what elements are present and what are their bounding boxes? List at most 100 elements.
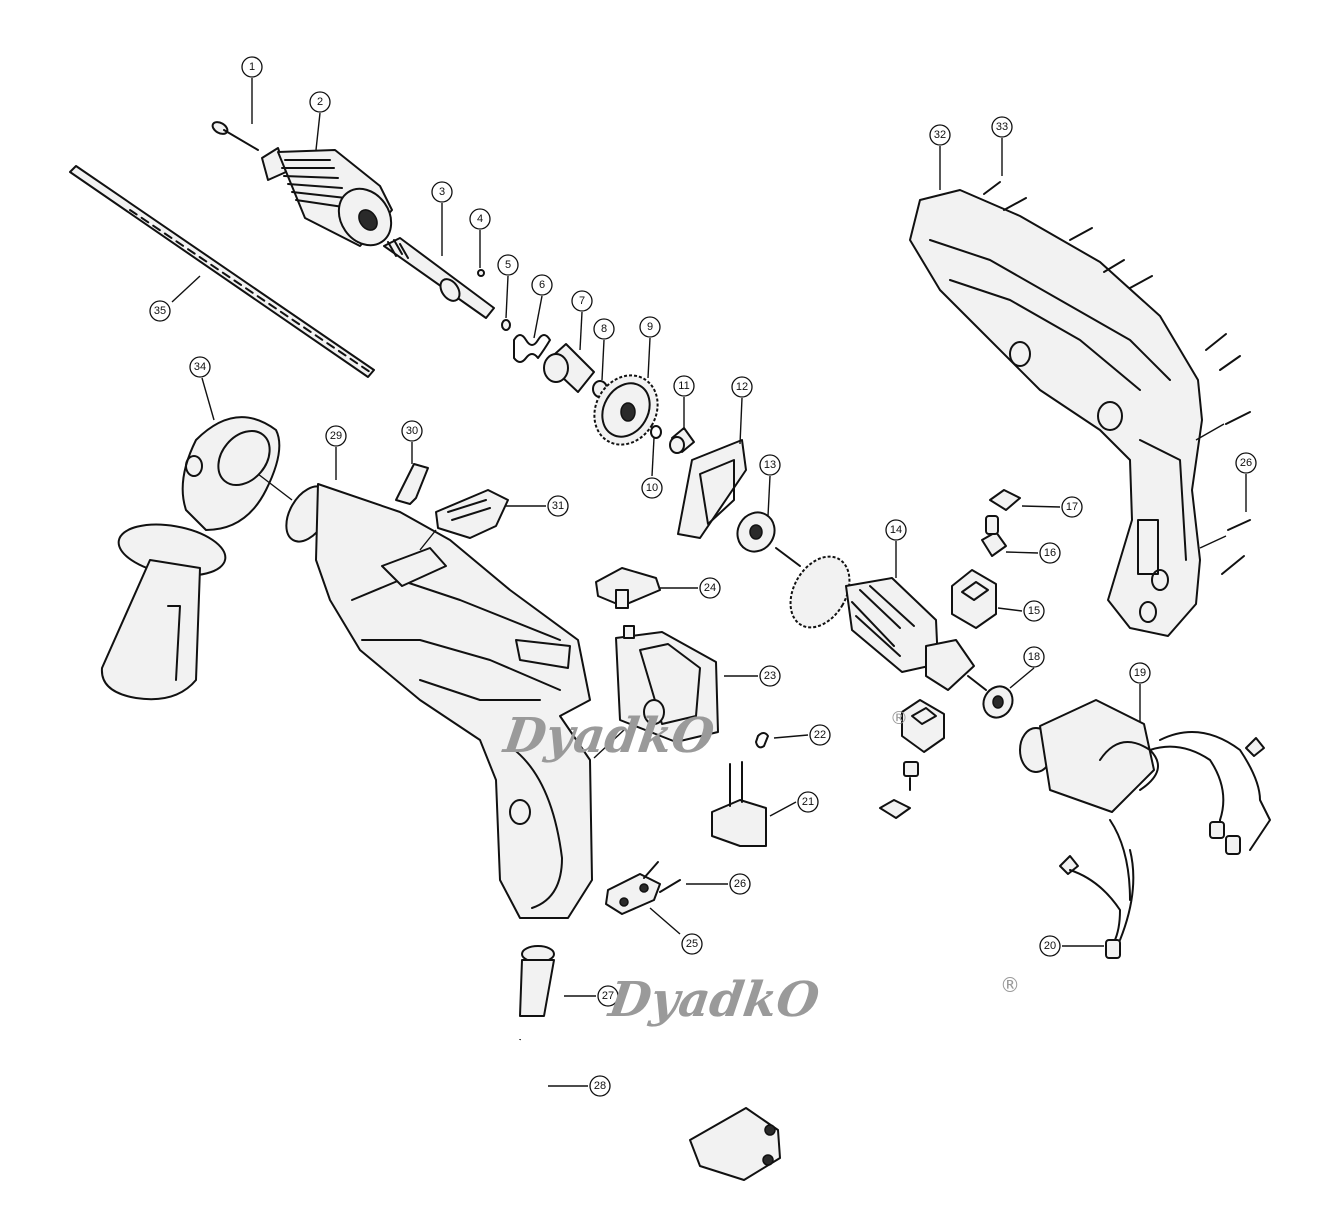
callout-3: 3 [431, 181, 453, 203]
callout-circle [571, 290, 593, 312]
callout-35: 35 [149, 300, 171, 322]
callout-number: 31 [552, 500, 564, 512]
callout-number: 28 [594, 1080, 606, 1092]
drill-bit [69, 165, 375, 378]
callout-circle [589, 1075, 611, 1097]
callout-15: 15 [1023, 600, 1045, 622]
callout-2: 2 [309, 91, 331, 113]
callout-28: 28 [589, 1075, 611, 1097]
callout-number: 12 [736, 381, 748, 393]
callout-number: 27 [602, 990, 614, 1002]
callout-number: 26 [734, 878, 746, 890]
callout-21: 21 [797, 791, 819, 813]
callout-number: 22 [814, 729, 826, 741]
callout-number: 26 [1240, 457, 1252, 469]
watermark-lower: DyadkO ® [604, 972, 1020, 1028]
callout-number: 19 [1134, 667, 1146, 679]
callout-16: 16 [1039, 542, 1061, 564]
callout-4: 4 [469, 208, 491, 230]
watermark-text: DyadkO [499, 708, 718, 764]
side-handle [100, 416, 281, 701]
callout-circle [991, 116, 1013, 138]
callout-33: 33 [991, 116, 1013, 138]
carbon-brush-upper [981, 515, 1007, 557]
callout-5: 5 [497, 254, 519, 276]
housing-half-front [285, 483, 593, 919]
callout-circle [241, 56, 263, 78]
callout-number: 18 [1028, 651, 1040, 663]
small-clip [755, 732, 769, 749]
callout-number: 24 [704, 582, 716, 594]
callout-circle [431, 181, 453, 203]
callout-26: 26 [729, 873, 751, 895]
leader-lines [171, 78, 1247, 1087]
callout-circle [1023, 646, 1045, 668]
callout-circle [149, 300, 171, 322]
callout-circle [1061, 496, 1083, 518]
small-ring [501, 319, 511, 331]
callout-number: 6 [539, 279, 545, 291]
callout-circle [309, 91, 331, 113]
callout-14: 14 [885, 519, 907, 541]
callout-circle [597, 985, 619, 1007]
callout-circle [759, 454, 781, 476]
power-cord [515, 1039, 781, 1181]
callout-29: 29 [325, 425, 347, 447]
callout-number: 33 [996, 121, 1008, 133]
callout-circle [731, 376, 753, 398]
callout-circle [729, 873, 751, 895]
gear-plate [677, 439, 747, 539]
callout-24: 24 [699, 577, 721, 599]
trigger-switch [615, 625, 719, 743]
callout-circle [497, 254, 519, 276]
callout-circle [759, 665, 781, 687]
callout-number: 8 [601, 323, 607, 335]
drive-gear [593, 374, 659, 446]
callout-number: 34 [194, 361, 206, 373]
callout-number: 14 [890, 524, 902, 536]
callout-27: 27 [597, 985, 619, 1007]
selector-bracket [395, 463, 429, 505]
callout-1: 1 [241, 56, 263, 78]
callout-number: 13 [764, 459, 776, 471]
strain-relief [519, 945, 555, 1017]
callout-circle [1039, 935, 1061, 957]
callout-7: 7 [571, 290, 593, 312]
callout-8: 8 [593, 318, 615, 340]
callout-number: 35 [154, 305, 166, 317]
watermark-registered: ® [890, 708, 908, 729]
callout-circle [1023, 600, 1045, 622]
stator [1019, 699, 1271, 901]
callout-circle [681, 933, 703, 955]
callout-number: 20 [1044, 940, 1056, 952]
callout-number: 16 [1044, 547, 1056, 559]
bushing [669, 427, 695, 454]
callout-number: 29 [330, 430, 342, 442]
circlip [650, 425, 662, 439]
callout-circle [797, 791, 819, 813]
callout-22: 22 [809, 724, 831, 746]
callout-12: 12 [731, 376, 753, 398]
callout-30: 30 [401, 420, 423, 442]
callout-circle [809, 724, 831, 746]
callout-circle [401, 420, 423, 442]
callout-circle [639, 316, 661, 338]
spindle [383, 237, 495, 319]
wire-set [1069, 849, 1135, 959]
carbon-brush-lower [903, 761, 919, 791]
brush-cap-lower [879, 799, 911, 819]
cord-clamp [605, 861, 681, 915]
callout-circle [1235, 452, 1257, 474]
brush-cap-upper [989, 489, 1021, 511]
callout-circle [929, 124, 951, 146]
callout-number: 15 [1028, 605, 1040, 617]
callout-31: 31 [547, 495, 569, 517]
callout-number: 10 [646, 482, 658, 494]
callout-number: 3 [439, 186, 445, 198]
front-bearing [736, 511, 776, 553]
callout-circle [469, 208, 491, 230]
callout-circle [325, 425, 347, 447]
callout-number: 23 [764, 670, 776, 682]
watermark-text: DyadkO [604, 972, 823, 1028]
